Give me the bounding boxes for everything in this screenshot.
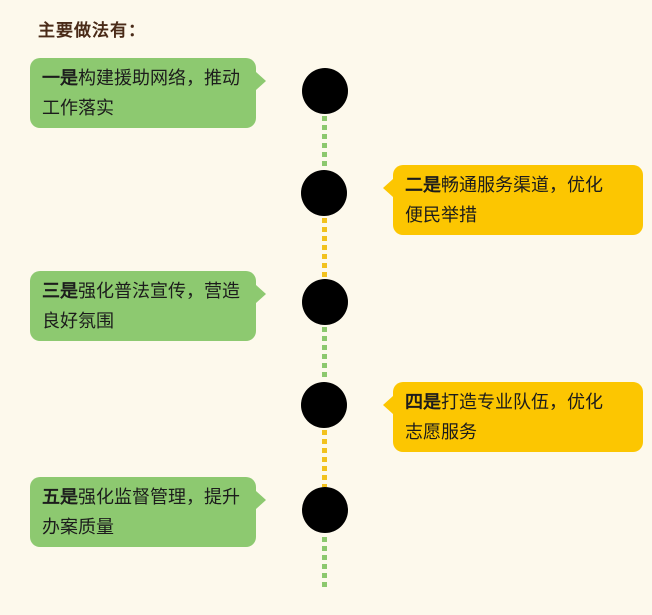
bubble-tail-left xyxy=(383,179,393,197)
footprint-icon xyxy=(302,68,348,114)
footprint-icon xyxy=(301,170,347,216)
step-text-line2: 便民举措 xyxy=(405,205,477,225)
timeline-dotted-segment-5 xyxy=(322,537,327,589)
step-prefix: 五是 xyxy=(42,487,78,507)
timeline-dotted-segment-3 xyxy=(322,327,327,380)
timeline-dotted-segment-2 xyxy=(322,218,327,277)
step-bubble-4: 四是打造专业队伍，优化 志愿服务 xyxy=(383,382,643,452)
step-text-line2: 志愿服务 xyxy=(405,422,477,442)
step-prefix: 三是 xyxy=(42,281,78,301)
step-text-line1: 二是畅通服务渠道，优化 xyxy=(405,175,603,195)
step-bubble-1: 一是构建援助网络，推动 工作落实 xyxy=(30,58,266,128)
step-prefix: 一是 xyxy=(42,68,78,88)
timeline-dotted-segment-1 xyxy=(322,116,327,169)
bubble-tail-right xyxy=(256,285,266,303)
step-text-line2: 良好氛围 xyxy=(42,311,114,331)
step-bubble-5: 五是强化监督管理，提升 办案质量 xyxy=(30,477,266,547)
step-text-line2: 办案质量 xyxy=(42,517,114,537)
step-text-line1: 五是强化监督管理，提升 xyxy=(42,487,240,507)
step-bubble-3: 三是强化普法宣传，营造 良好氛围 xyxy=(30,271,266,341)
bubble-tail-right xyxy=(256,491,266,509)
timeline-dotted-segment-4 xyxy=(322,430,327,487)
step-prefix: 二是 xyxy=(405,175,441,195)
step-prefix: 四是 xyxy=(405,392,441,412)
footprint-icon xyxy=(302,487,348,533)
bubble-tail-right xyxy=(256,72,266,90)
step-text-line1: 一是构建援助网络，推动 xyxy=(42,68,240,88)
step-text-line1: 四是打造专业队伍，优化 xyxy=(405,392,603,412)
footprint-icon xyxy=(301,382,347,428)
step-bubble-2: 二是畅通服务渠道，优化 便民举措 xyxy=(383,165,643,235)
page-title: 主要做法有： xyxy=(38,21,146,40)
bubble-tail-left xyxy=(383,396,393,414)
step-text-line2: 工作落实 xyxy=(42,98,114,118)
footprint-icon xyxy=(302,279,348,325)
step-text-line1: 三是强化普法宣传，营造 xyxy=(42,281,240,301)
